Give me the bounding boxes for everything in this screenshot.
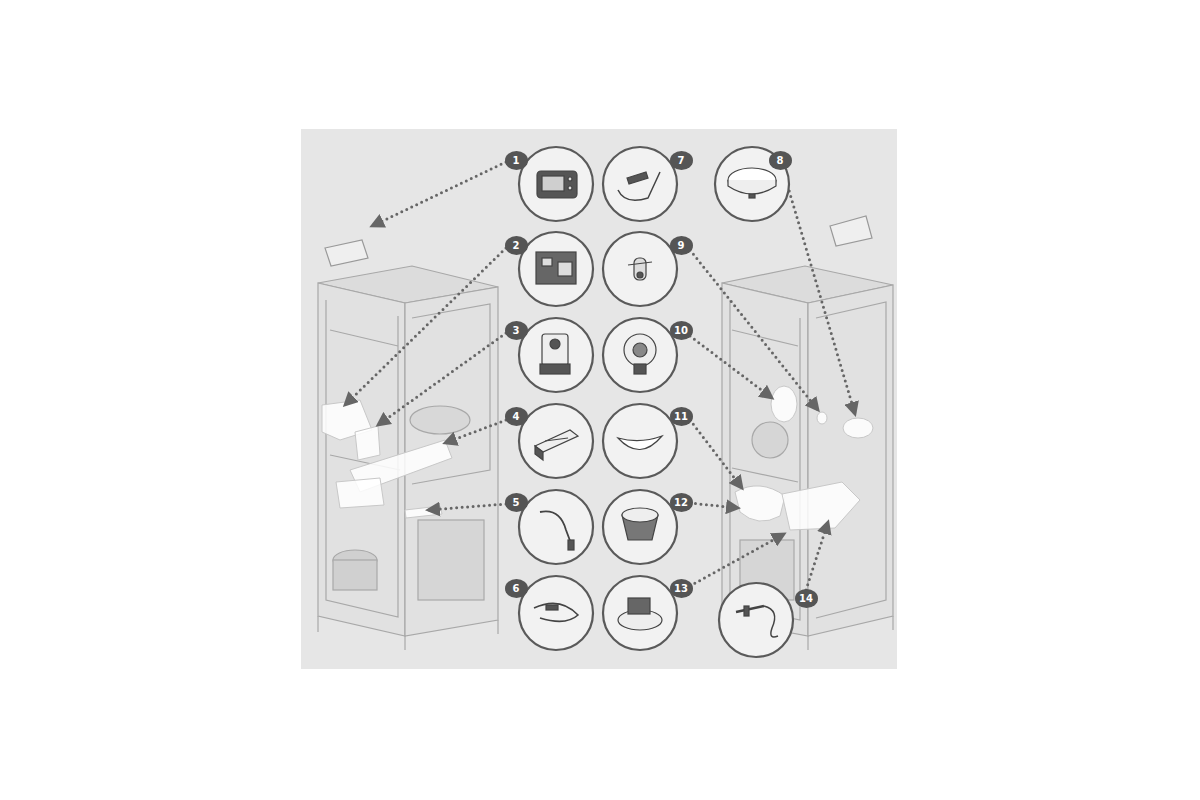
callout-number: 2 [505,236,528,255]
callout-number: 10 [670,321,693,340]
callout-number: 8 [769,151,792,170]
callout-number: 6 [505,579,528,598]
callout-number: 9 [670,236,693,255]
callout-number: 13 [670,579,693,598]
callout-number: 4 [505,407,528,426]
callout-number: 5 [505,493,528,512]
callout-number: 14 [795,589,818,608]
callout-number: 1 [505,151,528,170]
stove-left [318,240,498,650]
highlighted-parts-left [322,400,452,518]
callout-number: 11 [670,407,693,426]
callout-number: 3 [505,321,528,340]
callout-number: 12 [670,493,693,512]
leader-lines [345,162,855,590]
callout-number: 7 [670,151,693,170]
background-panel [301,129,897,669]
part-circles [519,147,793,657]
part-icons [534,168,778,637]
